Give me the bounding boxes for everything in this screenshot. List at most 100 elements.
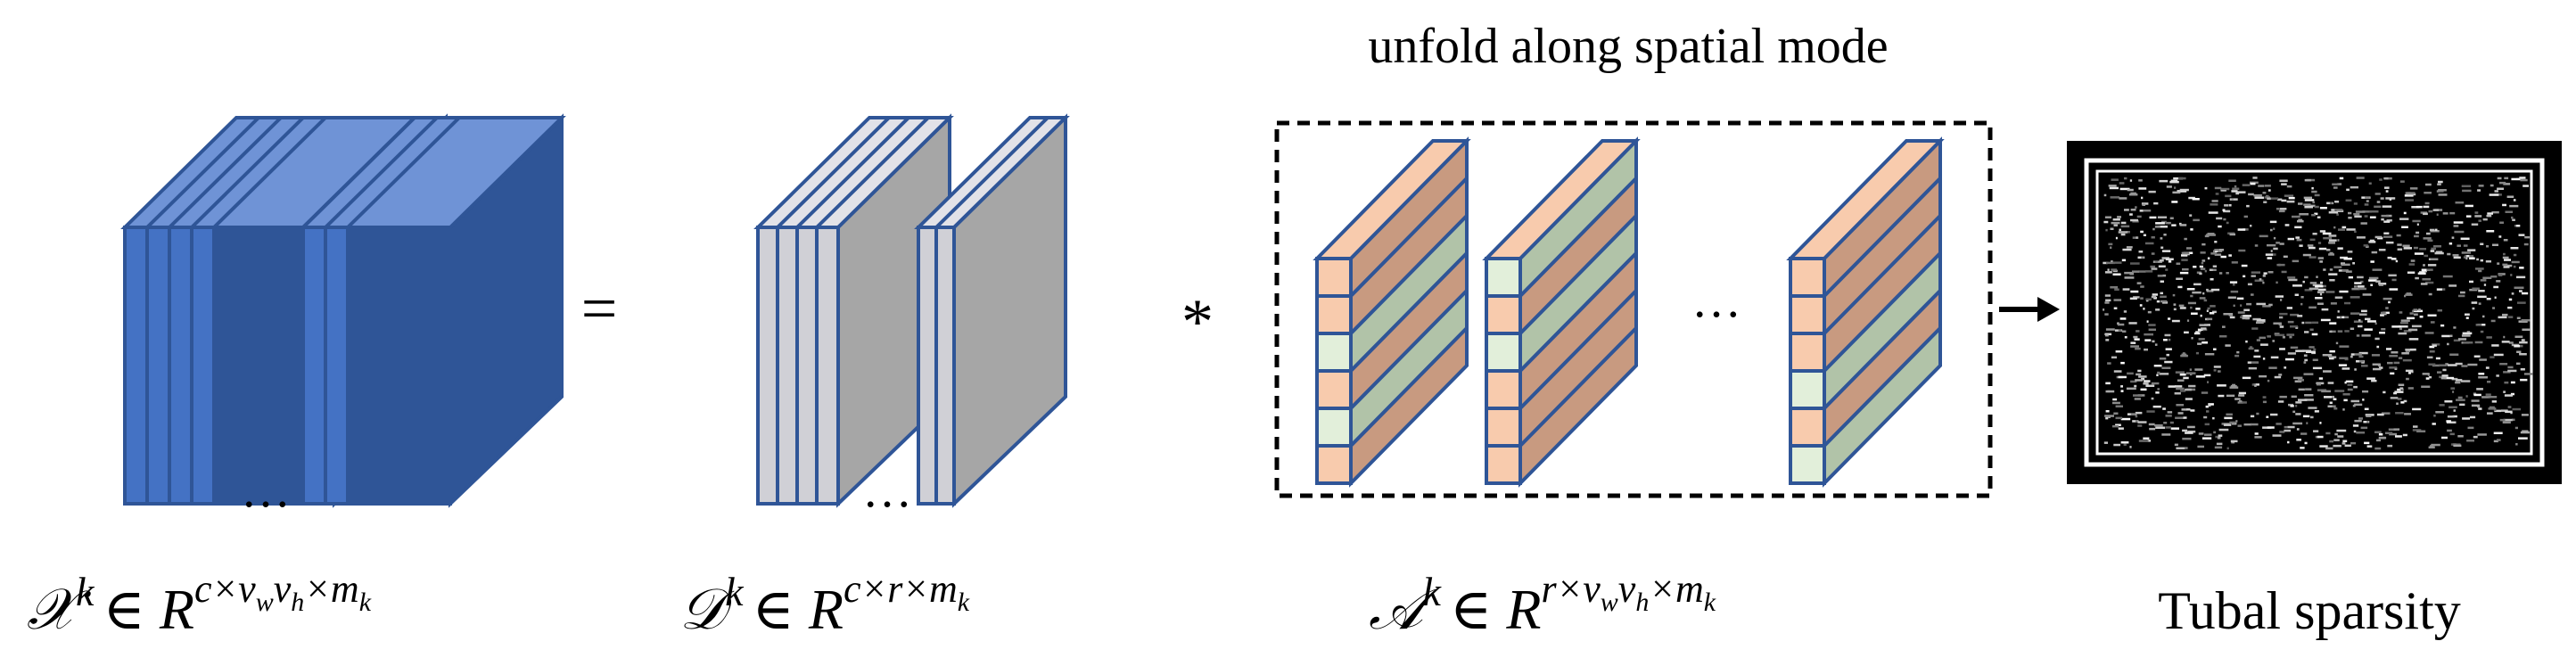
sparsity-dot bbox=[2425, 281, 2434, 284]
sparsity-dot bbox=[2462, 417, 2470, 420]
sparsity-dot bbox=[2225, 344, 2231, 347]
sparsity-dot bbox=[2451, 377, 2458, 381]
sparsity-dot bbox=[2467, 363, 2478, 366]
sparsity-dot bbox=[2325, 447, 2333, 450]
sparsity-dot bbox=[2324, 396, 2333, 399]
sparsity-dot bbox=[2119, 197, 2127, 200]
sparsity-dot bbox=[2105, 382, 2111, 385]
sparsity-dot bbox=[2494, 296, 2497, 299]
sparsity-dot bbox=[2123, 310, 2127, 313]
sparsity-dot bbox=[2251, 327, 2259, 330]
sparsity-dot bbox=[2402, 433, 2407, 437]
sparsity-dot bbox=[2438, 180, 2443, 184]
sparsity-dot bbox=[2175, 385, 2183, 388]
sparsity-dot bbox=[2486, 298, 2491, 300]
sparsity-dot bbox=[2166, 185, 2172, 188]
sparsity-dot bbox=[2493, 285, 2499, 289]
sparsity-dot bbox=[2105, 228, 2108, 232]
sparsity-dot bbox=[2282, 336, 2285, 339]
sparsity-dot bbox=[2290, 346, 2299, 349]
sparsity-dot bbox=[2345, 380, 2354, 383]
sparsity-dot bbox=[2350, 185, 2358, 189]
sparsity-dot bbox=[2332, 356, 2337, 358]
sparsity-dot bbox=[2405, 192, 2416, 194]
x-label-pow-tail: ×m bbox=[304, 567, 358, 611]
sparsity-dot bbox=[2170, 179, 2178, 183]
sparsity-dot bbox=[2360, 222, 2367, 225]
sparsity-dot bbox=[2176, 447, 2185, 449]
sparsity-dot bbox=[2273, 227, 2276, 230]
sparsity-dot bbox=[2279, 316, 2284, 319]
sparsity-dot bbox=[2154, 226, 2160, 228]
sparsity-dot bbox=[2328, 273, 2338, 275]
sparsity-dot bbox=[2336, 316, 2341, 319]
sparsity-dot bbox=[2327, 382, 2334, 384]
sparsity-dot bbox=[2437, 309, 2442, 312]
sparsity-dot bbox=[2344, 381, 2347, 384]
sparsity-dot bbox=[2298, 399, 2308, 401]
sparsity-dot bbox=[2284, 224, 2290, 226]
sparsity-dot bbox=[2251, 293, 2254, 296]
sparsity-dot bbox=[2329, 405, 2336, 407]
sparsity-dot bbox=[2146, 410, 2155, 413]
sparsity-dot bbox=[2229, 198, 2238, 201]
sparsity-dot bbox=[2115, 236, 2118, 240]
sparsity-dot bbox=[2423, 237, 2432, 240]
sparsity-dot bbox=[2472, 287, 2480, 290]
a-label-pow-sub2: h bbox=[1635, 588, 1649, 617]
sparsity-dot bbox=[2231, 261, 2238, 264]
sparsity-dot bbox=[2129, 297, 2137, 300]
sparsity-dot bbox=[2489, 193, 2499, 196]
sparsity-dot bbox=[2295, 401, 2302, 404]
sparsity-dot bbox=[2243, 423, 2251, 426]
sparsity-dot bbox=[2481, 396, 2490, 399]
sparsity-dot bbox=[2428, 292, 2432, 296]
sparsity-dot bbox=[2339, 177, 2344, 180]
sparsity-dot bbox=[2202, 437, 2212, 440]
sparsity-dot bbox=[2119, 187, 2130, 191]
sparsity-dot bbox=[2145, 298, 2152, 301]
sparsity-dot bbox=[2466, 331, 2471, 333]
sparsity-dot bbox=[2514, 225, 2517, 227]
sparsity-dot bbox=[2476, 258, 2479, 261]
sparsity-dot bbox=[2386, 219, 2392, 222]
sparsity-dot bbox=[2519, 290, 2523, 292]
sparsity-dot bbox=[2134, 384, 2137, 388]
sparsity-dot bbox=[2452, 254, 2459, 257]
sparsity-dot bbox=[2110, 286, 2119, 289]
sparsity-dot bbox=[2204, 353, 2215, 356]
sparsity-dot bbox=[2374, 235, 2383, 239]
sparsity-dot bbox=[2485, 366, 2490, 369]
sparsity-dot bbox=[2387, 256, 2392, 259]
sparsity-dot bbox=[2480, 259, 2483, 262]
sparsity-dot bbox=[2407, 271, 2416, 274]
sparsity-dot bbox=[2128, 322, 2137, 325]
sparsity-dot bbox=[2289, 335, 2292, 339]
sparsity-dot bbox=[2399, 327, 2402, 331]
sparsity-dot bbox=[2105, 333, 2109, 337]
sparsity-dot bbox=[2516, 362, 2521, 366]
sparsity-dot bbox=[2136, 282, 2142, 284]
sparsity-dot bbox=[2275, 295, 2284, 298]
sparsity-dot bbox=[2198, 338, 2205, 341]
sparsity-dot bbox=[2503, 183, 2511, 185]
sparsity-dot bbox=[2165, 268, 2169, 271]
sparsity-dot bbox=[2404, 194, 2414, 197]
sparsity-dot bbox=[2159, 179, 2169, 183]
sparsity-dot bbox=[2270, 413, 2278, 416]
sparsity-dot bbox=[2304, 178, 2311, 182]
sparsity-dot bbox=[2429, 228, 2435, 232]
sparsity-dot bbox=[2465, 395, 2468, 398]
sparsity-dot bbox=[2398, 325, 2408, 328]
sparsity-dot bbox=[2442, 212, 2448, 215]
sparsity-dot bbox=[2453, 339, 2461, 342]
sparsity-dot bbox=[2130, 218, 2138, 222]
sparsity-dot bbox=[2279, 243, 2284, 245]
sparsity-dot bbox=[2295, 405, 2298, 407]
sparsity-dot bbox=[2478, 269, 2482, 273]
sparsity-dot bbox=[2393, 428, 2400, 431]
sparsity-dot bbox=[2333, 407, 2338, 410]
sparsity-dot bbox=[2259, 374, 2267, 378]
sparsity-dot bbox=[2113, 224, 2118, 226]
